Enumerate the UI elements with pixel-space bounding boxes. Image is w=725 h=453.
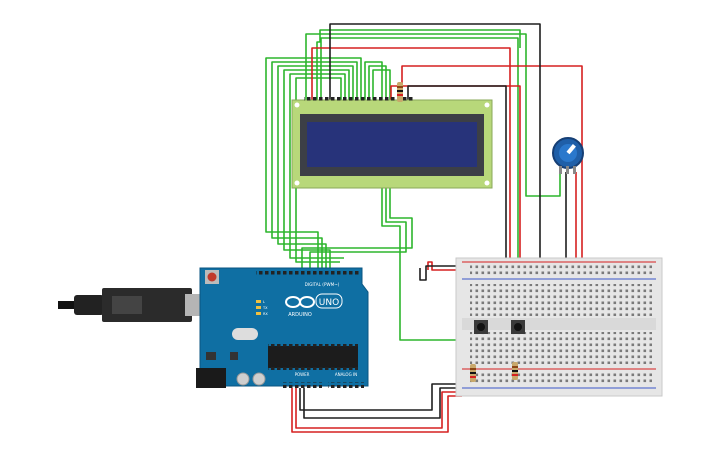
- wire-black: [299, 383, 462, 411]
- arduino-brand-text: ARDUINO: [288, 312, 312, 318]
- wire-black: [407, 85, 507, 268]
- usb-cable: [58, 288, 213, 322]
- resistor-2: [512, 362, 518, 380]
- wire-green: [316, 29, 521, 102]
- lcd-screen: [307, 122, 477, 167]
- l-label: L: [263, 300, 265, 304]
- wire-black: [419, 265, 462, 281]
- wire-black: [303, 387, 462, 419]
- wire-green: [271, 61, 358, 268]
- wire-green: [265, 57, 362, 268]
- rx-label: RX: [263, 312, 268, 316]
- lcd-header-pins: [304, 96, 414, 103]
- wire-black: [329, 23, 541, 268]
- arduino-model-text: UNO: [319, 298, 339, 308]
- wire-green: [301, 69, 413, 268]
- power-jack: [196, 368, 226, 388]
- digital-label: DIGITAL (PWM~): [305, 282, 340, 287]
- potentiometer[interactable]: [552, 137, 584, 174]
- wire-red: [427, 261, 462, 271]
- analog-label: ANALOG IN: [335, 372, 357, 377]
- resistor-1: [470, 364, 476, 382]
- arduino-logo: [285, 296, 315, 308]
- wire-green: [305, 33, 561, 197]
- power-label: POWER: [295, 372, 310, 377]
- wires: [265, 23, 583, 433]
- arduino-board[interactable]: ARDUINO UNO DIGITAL (PWM~) POWER ANALOG …: [196, 267, 369, 388]
- resistor-lcd: [397, 82, 403, 102]
- atmega-chip: [268, 346, 358, 368]
- wire-green: [309, 65, 407, 268]
- wire-red: [311, 47, 511, 268]
- wire-green: [283, 69, 350, 268]
- tx-label: TX: [262, 306, 268, 310]
- wire-green: [364, 61, 474, 341]
- push-button-2[interactable]: [511, 320, 525, 334]
- lcd-module[interactable]: [291, 96, 493, 189]
- push-button-1[interactable]: [474, 320, 488, 334]
- wire-green: [289, 73, 346, 259]
- wire-red: [291, 388, 462, 433]
- breadboard[interactable]: [455, 257, 663, 397]
- wire-red: [295, 388, 462, 429]
